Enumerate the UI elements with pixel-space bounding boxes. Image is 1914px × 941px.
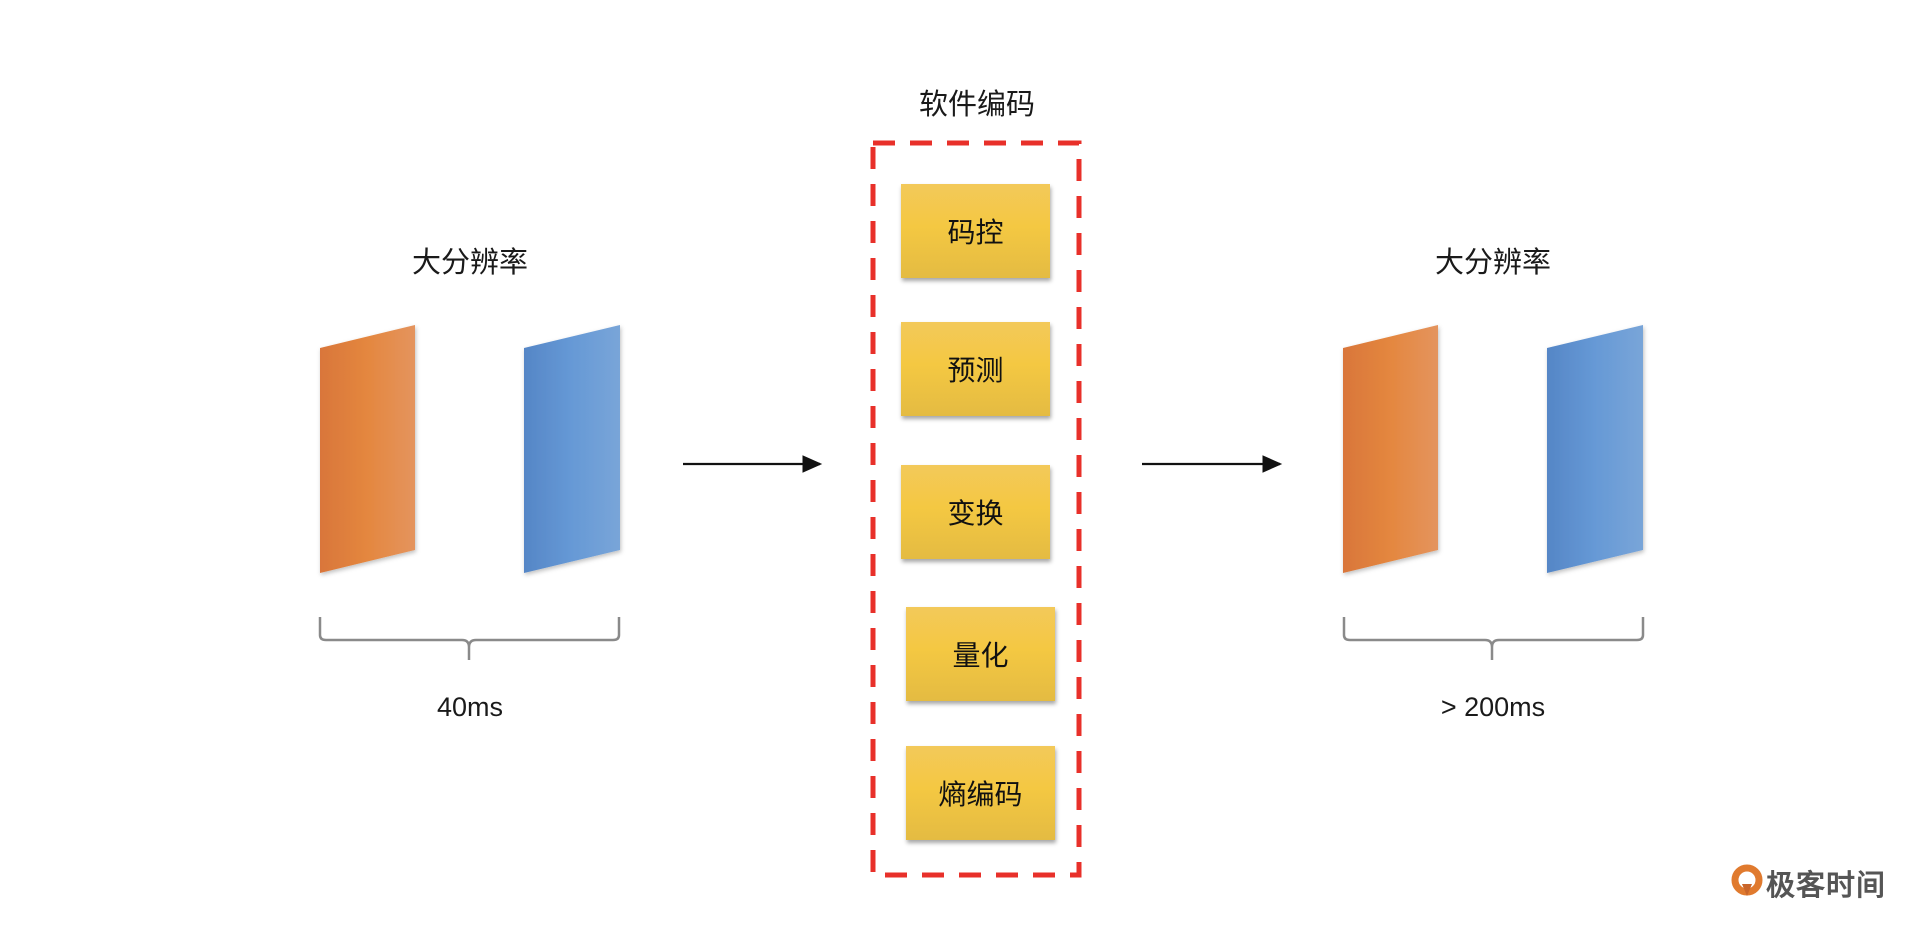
left-brace <box>318 617 621 660</box>
encoder-dashed-border <box>870 140 1082 878</box>
right-brace <box>1342 617 1645 660</box>
left-frame-blue <box>524 325 620 573</box>
step-prediction: 预测 <box>901 322 1050 416</box>
step-rate-control: 码控 <box>901 184 1050 278</box>
step-entropy-coding: 熵编码 <box>906 746 1055 840</box>
right-frame-orange <box>1343 325 1438 573</box>
encoder-title: 软件编码 <box>918 87 1035 121</box>
right-group-title: 大分辨率 <box>1434 245 1551 279</box>
left-group-title: 大分辨率 <box>411 245 528 279</box>
left-duration-label: 40ms <box>436 692 504 722</box>
logo-text: 极客时间 <box>1766 868 1887 902</box>
right-frame-blue <box>1547 325 1643 573</box>
step-quantization: 量化 <box>906 607 1055 701</box>
right-duration-label: > 200ms <box>1440 692 1546 722</box>
left-frame-orange <box>320 325 415 573</box>
geektime-logo-icon <box>1731 864 1763 896</box>
step-transform: 变换 <box>901 465 1050 559</box>
